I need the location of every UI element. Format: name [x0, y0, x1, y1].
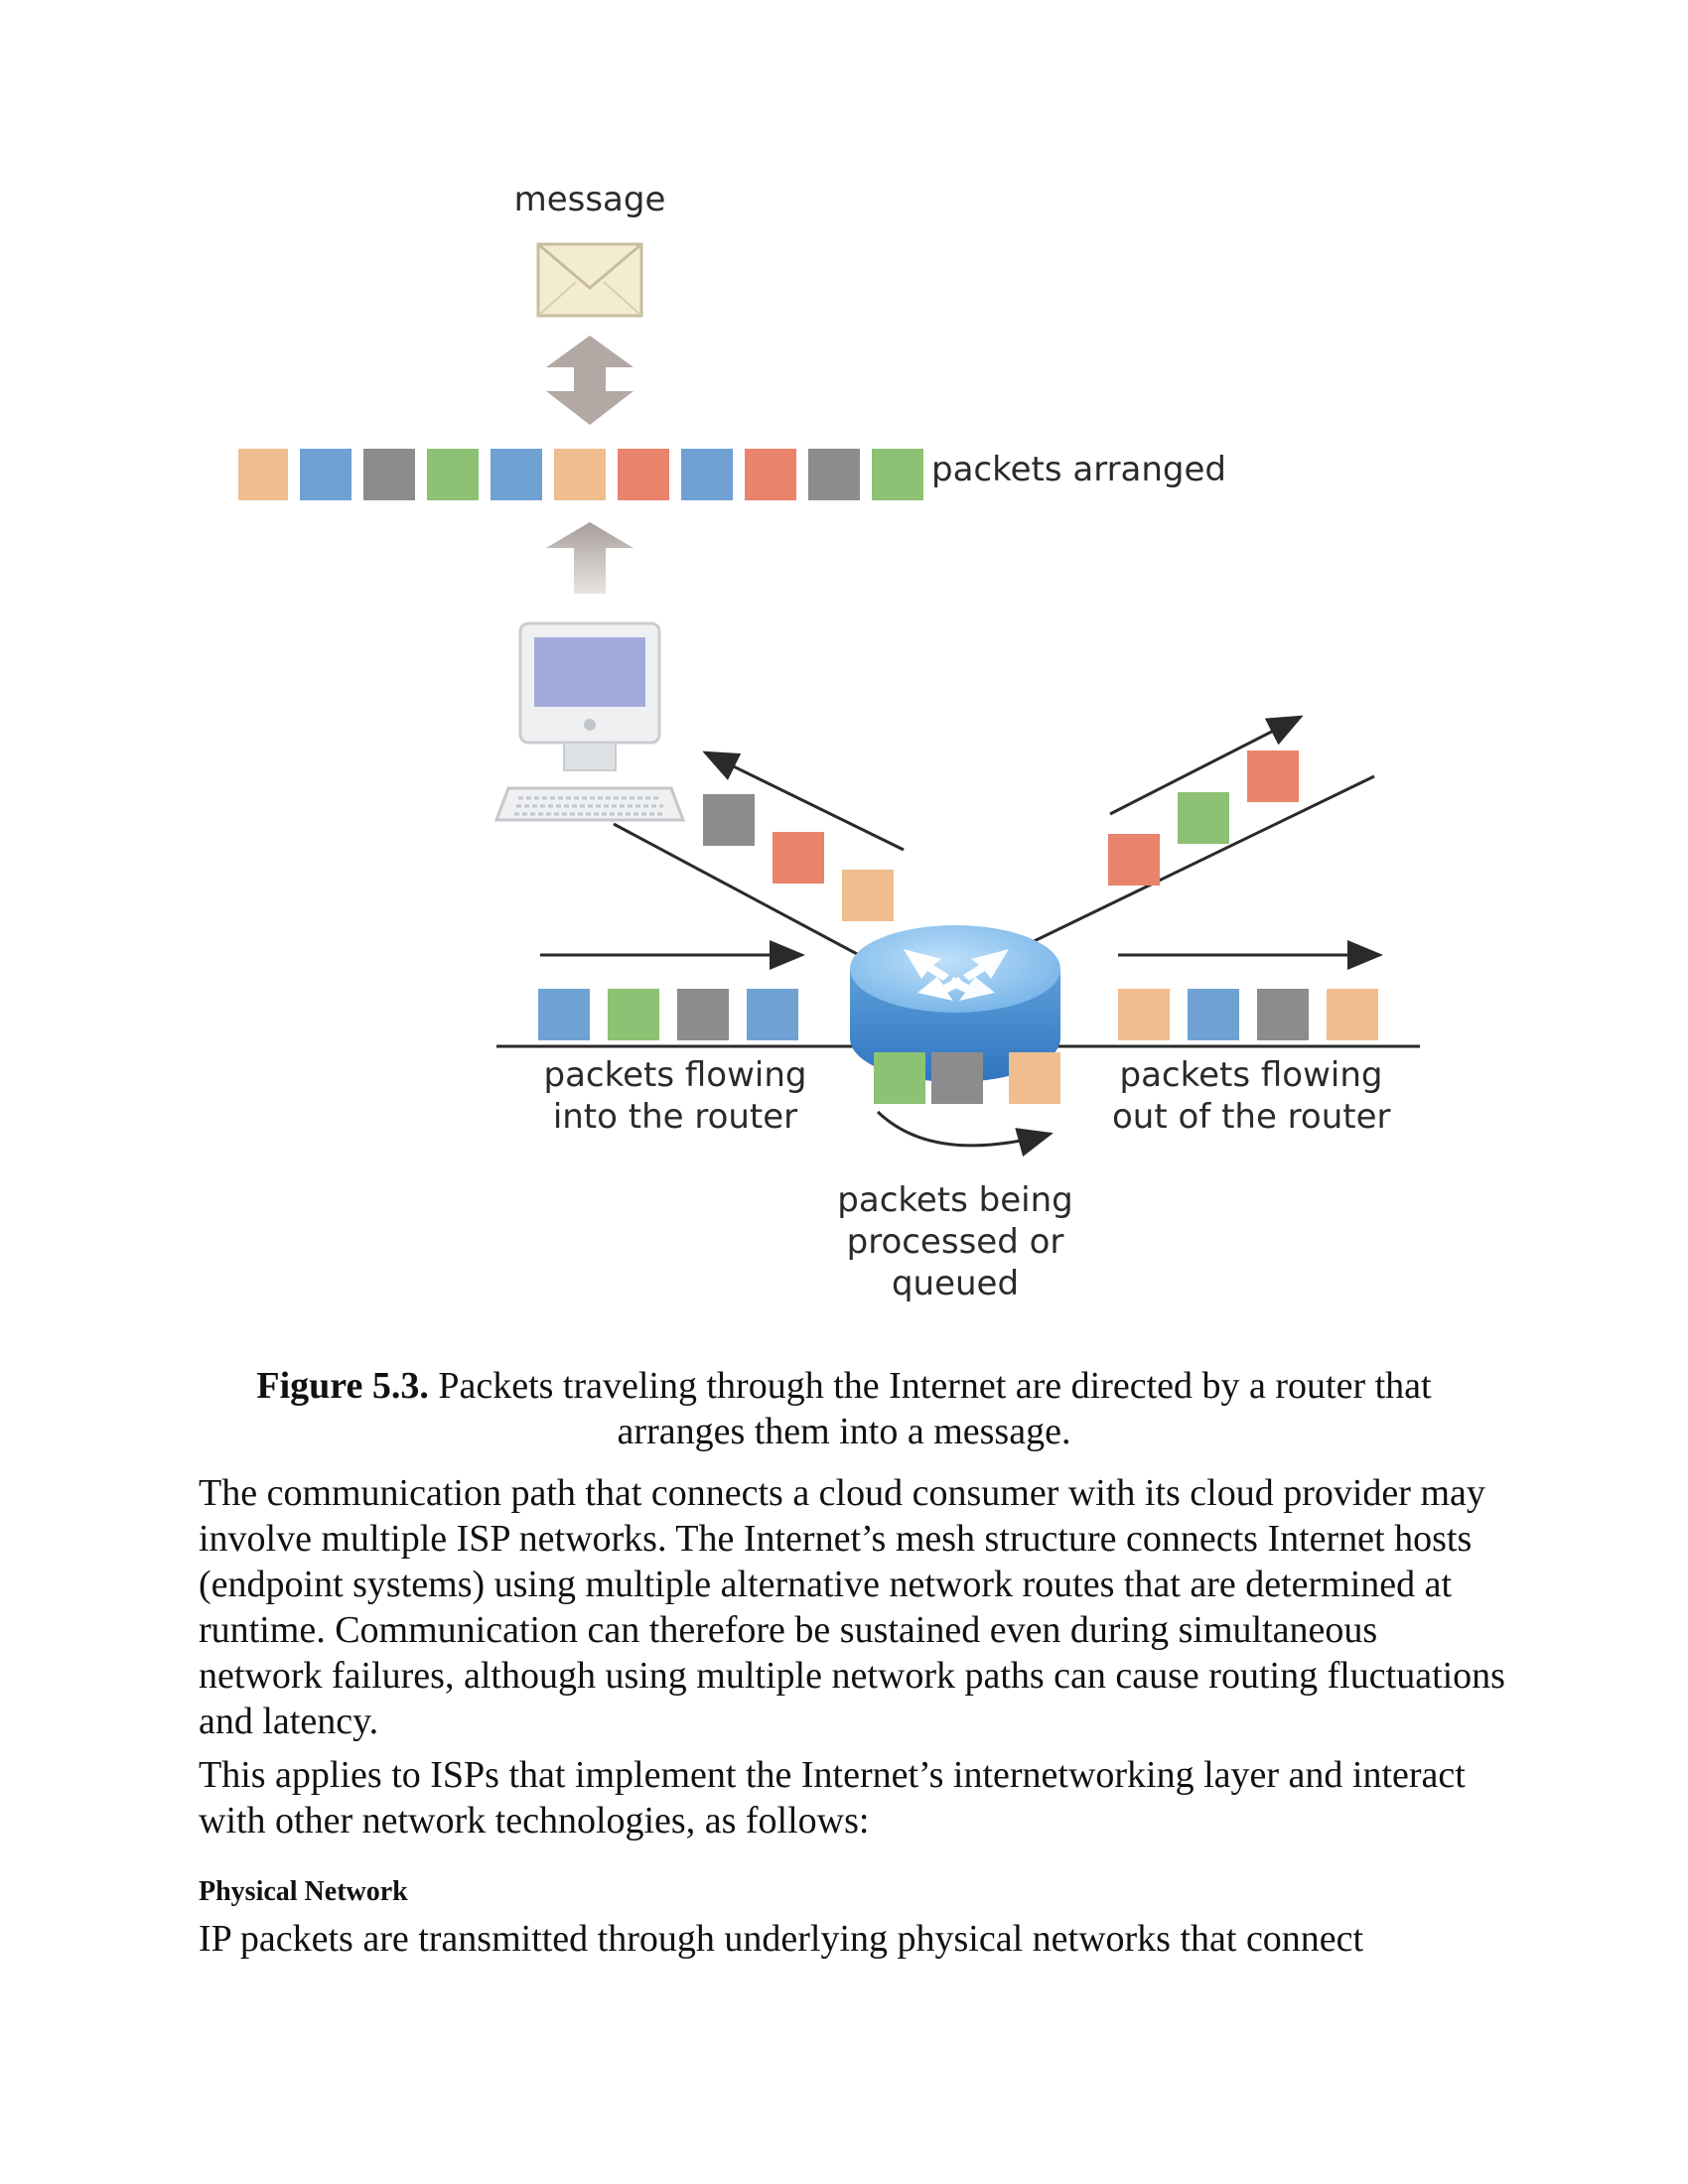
flow-arrow	[1109, 715, 1304, 816]
figure-caption-label: Figure 5.3.	[256, 1365, 429, 1407]
envelope-icon	[536, 242, 643, 318]
packet	[554, 449, 606, 500]
packet	[703, 794, 755, 846]
section-heading: Physical Network	[199, 1876, 408, 1907]
processed-label: packets being processed or queued	[826, 1179, 1084, 1304]
packets-arranged-label: packets arranged	[931, 450, 1227, 489]
packet	[608, 989, 659, 1040]
link-line	[988, 774, 1375, 965]
packet	[874, 1052, 925, 1104]
body-paragraph-2: This applies to ISPs that implement the …	[199, 1754, 1466, 1842]
packet	[1009, 1052, 1060, 1104]
double-arrow-icon	[546, 336, 633, 425]
packet	[1118, 989, 1170, 1040]
figure-caption-text: Packets traveling through the Internet a…	[428, 1365, 1432, 1452]
up-arrow-icon	[546, 522, 633, 594]
flow-arrow	[702, 751, 905, 852]
figure-graphic	[238, 242, 1420, 1158]
packet	[745, 449, 796, 500]
flowing-in-line-1: packets flowing	[543, 1055, 807, 1095]
processed-line-3: queued	[891, 1264, 1020, 1303]
packet	[363, 449, 415, 500]
packet	[747, 989, 798, 1040]
packet	[677, 989, 729, 1040]
link-line	[613, 822, 875, 965]
flowing-out-label: packets flowing out of the router	[1112, 1054, 1390, 1138]
packet	[808, 449, 860, 500]
packets-arranged-row	[238, 449, 923, 500]
figure-caption: Figure 5.3. Packets traveling through th…	[199, 1363, 1489, 1454]
message-label: message	[513, 180, 666, 219]
packet	[872, 449, 923, 500]
packets-queued	[874, 1052, 1060, 1104]
packet	[842, 870, 894, 921]
flowing-out-line-1: packets flowing	[1119, 1055, 1383, 1095]
packet	[931, 1052, 983, 1104]
computer-icon	[493, 621, 686, 822]
packet	[773, 832, 824, 884]
packet	[238, 449, 288, 500]
packet	[491, 449, 542, 500]
packet	[681, 449, 733, 500]
packet	[1327, 989, 1378, 1040]
packet	[1247, 751, 1299, 802]
packets-upper-right	[1108, 751, 1299, 886]
packets-outbound	[1118, 989, 1378, 1040]
packets-inbound	[538, 989, 798, 1040]
processing-arrow	[876, 1110, 1054, 1158]
body-paragraph-1: The communication path that connects a c…	[199, 1472, 1505, 1742]
packet	[1188, 989, 1239, 1040]
processed-line-2: processed or	[846, 1222, 1064, 1262]
packet	[1178, 792, 1229, 844]
flowing-out-line-2: out of the router	[1112, 1097, 1391, 1137]
packet-routing-figure: message packets arranged packets flowing…	[238, 179, 1450, 1340]
flowing-in-label: packets flowing into the router	[536, 1054, 814, 1138]
processed-line-1: packets being	[837, 1180, 1073, 1220]
flowing-in-line-2: into the router	[552, 1097, 798, 1137]
packet	[300, 449, 352, 500]
body-paragraph-3: IP packets are transmitted through under…	[199, 1918, 1364, 1960]
packets-to-computer	[703, 794, 894, 921]
packet	[427, 449, 479, 500]
packet	[1257, 989, 1309, 1040]
packet	[618, 449, 669, 500]
packet	[1108, 834, 1160, 886]
packet	[538, 989, 590, 1040]
